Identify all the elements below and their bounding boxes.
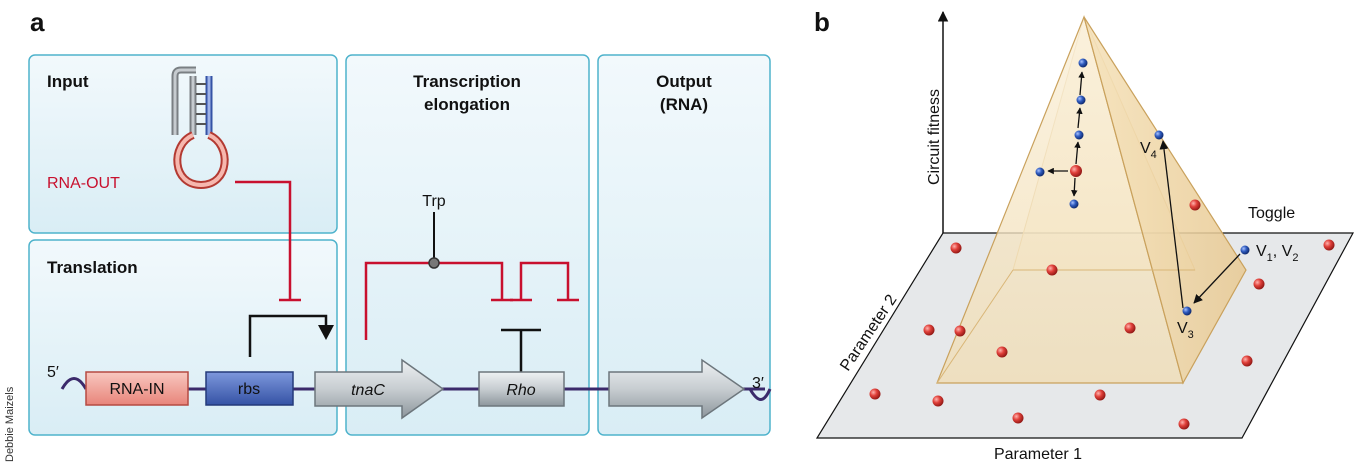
trajectory-point: [1035, 167, 1045, 177]
parameter-1-label: Parameter 1: [994, 446, 1082, 463]
rho-label: Rho: [506, 382, 535, 399]
random-point: [1124, 322, 1136, 334]
rna-in-label: RNA-IN: [109, 381, 164, 398]
random-point: [932, 395, 944, 407]
random-point: [1323, 239, 1335, 251]
pyramid-left-base-edge: [936, 269, 1014, 384]
random-point: [1178, 418, 1190, 430]
trp-node: [428, 257, 440, 269]
translation-arrow: [248, 314, 328, 357]
translation-title: Translation: [47, 258, 138, 277]
random-point: [869, 388, 881, 400]
three-prime-label: 3′: [752, 375, 764, 392]
backbone-3-wave: [748, 388, 772, 401]
v1-letter: V: [1256, 243, 1267, 260]
panel-b-letter: b: [814, 7, 830, 37]
random-point: [923, 324, 935, 336]
trajectory-point: [1078, 58, 1088, 68]
rna-in-box: [85, 371, 189, 406]
v4-subscript: 4: [1151, 149, 1157, 161]
translation-arrow-head: [318, 325, 334, 340]
toggle-label: Toggle: [1248, 205, 1295, 222]
start-point: [1070, 165, 1082, 177]
v3-point: [1182, 306, 1192, 316]
transcription-title-line2: elongation: [424, 95, 510, 114]
random-point: [1241, 355, 1253, 367]
rbs-box: [205, 371, 294, 406]
output-arrow: [608, 358, 746, 420]
rho-repression-line: [519, 261, 570, 300]
v1-subscript: 1: [1267, 252, 1273, 264]
rbs-label: rbs: [238, 381, 260, 398]
random-point: [996, 346, 1008, 358]
rna-out-hairpin: [171, 66, 229, 190]
backbone-5-wave: [60, 377, 88, 390]
rho-box: [478, 371, 565, 407]
random-point: [1094, 389, 1106, 401]
output-title-line1: Output: [656, 72, 712, 91]
trajectory-point: [1076, 95, 1086, 105]
random-point: [954, 325, 966, 337]
random-point: [950, 242, 962, 254]
v4-point: [1154, 130, 1164, 140]
random-point: [1046, 264, 1058, 276]
random-point: [1253, 278, 1265, 290]
random-point: [1012, 412, 1024, 424]
random-point: [1189, 199, 1201, 211]
optimization-arrows: [1047, 71, 1241, 309]
v2-letter: , V: [1273, 243, 1293, 260]
trp-label: Trp: [422, 193, 446, 210]
transcription-title-line1: Transcription: [413, 72, 521, 91]
v4-label: V4: [1140, 140, 1157, 161]
credit-text: Debbie Maizels: [4, 386, 16, 462]
input-title: Input: [47, 72, 89, 91]
rna-out-label: RNA-OUT: [47, 175, 120, 192]
rna-out-repression-line: [235, 180, 292, 300]
tnac-arrow: [314, 358, 445, 420]
random-points: [869, 199, 1335, 430]
v2-subscript: 2: [1292, 252, 1298, 264]
output-box: [597, 54, 771, 436]
trajectory-point: [1074, 130, 1084, 140]
five-prime-label: 5′: [47, 364, 59, 381]
trajectory-point: [1069, 199, 1079, 209]
panel-a-letter: a: [30, 7, 45, 37]
output-title-line2: (RNA): [660, 95, 708, 114]
v3-subscript: 3: [1188, 329, 1194, 341]
v3-label: V3: [1177, 320, 1194, 341]
fitness-axis-label: Circuit fitness: [926, 89, 943, 185]
v1-v2-point: [1240, 245, 1250, 255]
tnac-label: tnaC: [351, 382, 385, 399]
optimized-points: [1035, 58, 1250, 316]
transcription-box: [345, 54, 590, 436]
v1-v2-label: V1, V2: [1256, 243, 1298, 264]
v3-letter: V: [1177, 320, 1188, 337]
v4-letter: V: [1140, 140, 1151, 157]
